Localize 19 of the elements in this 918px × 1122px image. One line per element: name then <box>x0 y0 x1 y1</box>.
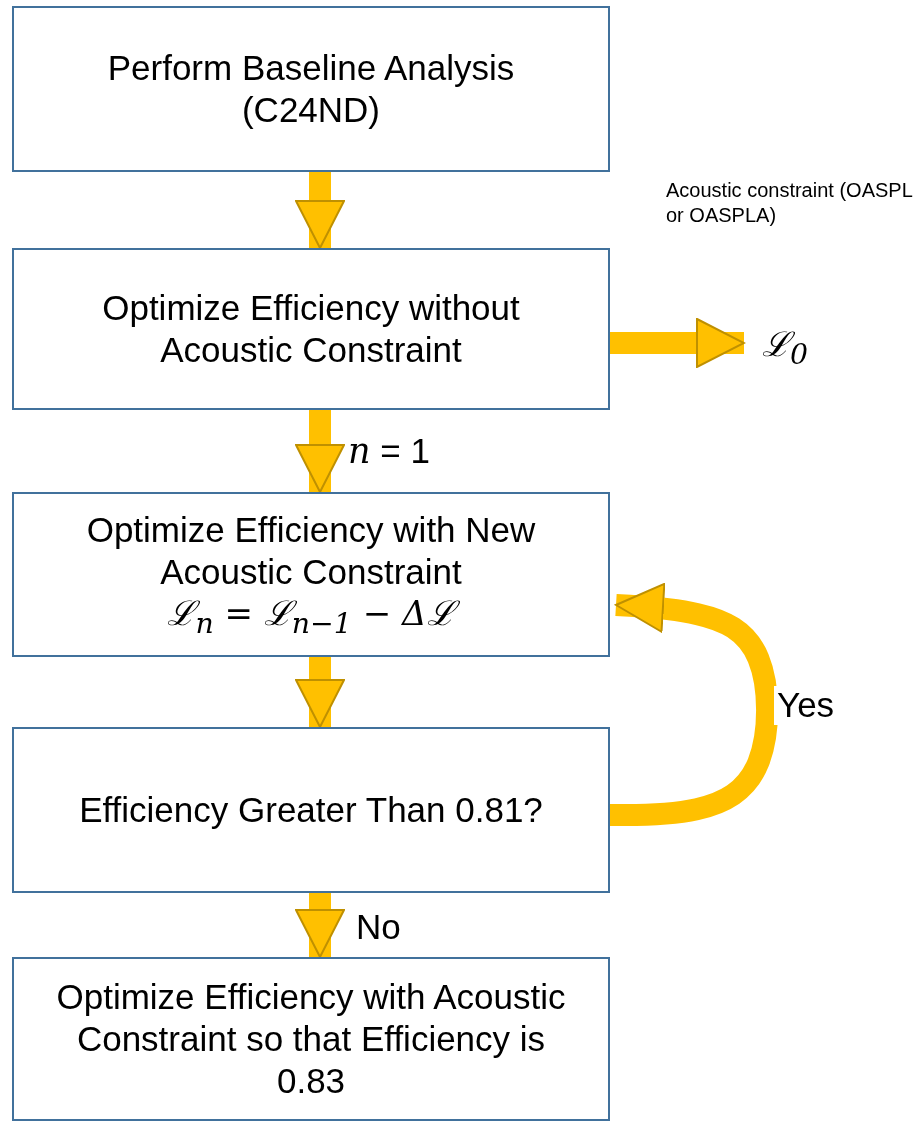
process-box <box>12 727 610 893</box>
note-text: Acoustic constraint (OASPL or OASPLA) <box>666 178 914 228</box>
box-text: Optimize Efficiency with Acoustic Constraint so that Efficiency is 0.83 <box>55 976 567 1102</box>
block-arrow <box>610 318 745 368</box>
block-arrow <box>295 657 345 728</box>
formula: ℒ$_{0}$ <box>762 324 808 372</box>
box-text: Efficiency Greater Than 0.81? <box>78 789 544 831</box>
formula: ℒ$_{n}$ = ℒ$_{n−1}$ − Δℒ <box>137 592 485 641</box>
process-box <box>12 492 610 657</box>
block-arrow <box>295 893 345 958</box>
block-arrow <box>295 172 345 249</box>
box-text: Optimize Efficiency without Acoustic Constraint <box>101 287 521 371</box>
box-text: Perform Baseline Analysis (C24ND) <box>106 47 516 131</box>
process-box <box>12 6 610 172</box>
block-arrow <box>295 410 345 493</box>
box-text: Optimize Efficiency with New Acoustic Constraint <box>85 508 537 593</box>
process-box <box>12 248 610 410</box>
block-arrow <box>610 582 779 826</box>
process-box <box>12 957 610 1121</box>
